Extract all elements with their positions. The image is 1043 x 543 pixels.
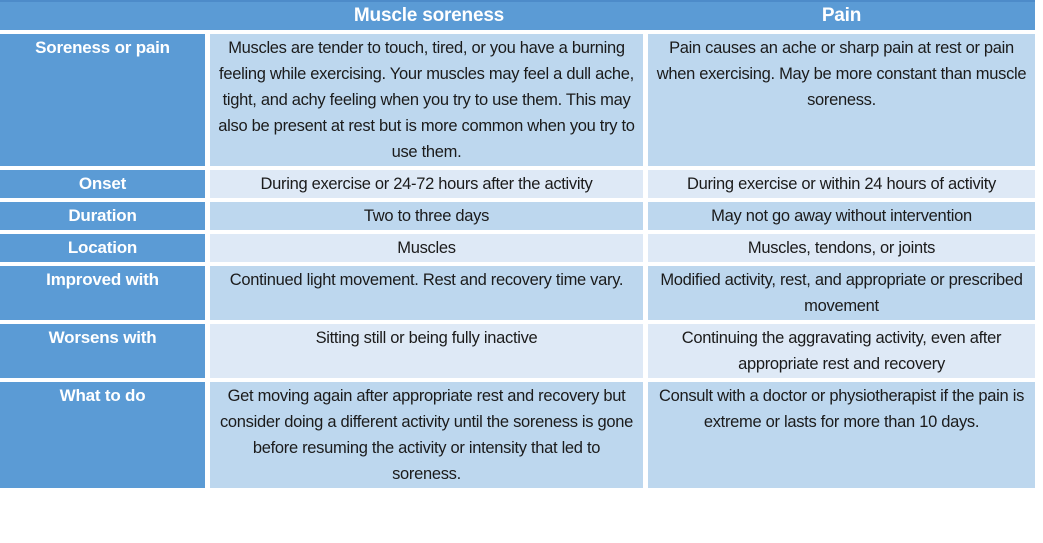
cell-worsens-with-pain: Continuing the aggravating activity, eve… [648,324,1035,378]
row-label-soreness-or-pain: Soreness or pain [0,34,205,166]
header-cell-muscle-soreness: Muscle soreness [353,5,505,26]
row-label-improved-with: Improved with [0,266,205,320]
cell-location-muscle-soreness: Muscles [210,234,643,262]
row-label-onset: Onset [0,170,205,198]
cell-what-to-do-muscle-soreness: Get moving again after appropriate rest … [210,382,643,488]
cell-onset-muscle-soreness: During exercise or 24-72 hours after the… [210,170,643,198]
cell-worsens-with-muscle-soreness: Sitting still or being fully inactive [210,324,643,378]
cell-duration-pain: May not go away without intervention [648,202,1035,230]
cell-improved-with-muscle-soreness: Continued light movement. Rest and recov… [210,266,643,320]
header-cell-pain: Pain [821,5,862,26]
table-header-row: Muscle soreness Pain [0,0,1035,30]
row-label-duration: Duration [0,202,205,230]
cell-duration-muscle-soreness: Two to three days [210,202,643,230]
cell-onset-pain: During exercise or within 24 hours of ac… [648,170,1035,198]
row-label-location: Location [0,234,205,262]
cell-soreness-or-pain-pain: Pain causes an ache or sharp pain at res… [648,34,1035,166]
row-label-worsens-with: Worsens with [0,324,205,378]
cell-what-to-do-pain: Consult with a doctor or physiotherapist… [648,382,1035,488]
comparison-table: Muscle soreness Pain Soreness or pain Mu… [0,0,1035,488]
cell-improved-with-pain: Modified activity, rest, and appropriate… [648,266,1035,320]
cell-location-pain: Muscles, tendons, or joints [648,234,1035,262]
cell-soreness-or-pain-muscle-soreness: Muscles are tender to touch, tired, or y… [210,34,643,166]
row-label-what-to-do: What to do [0,382,205,488]
